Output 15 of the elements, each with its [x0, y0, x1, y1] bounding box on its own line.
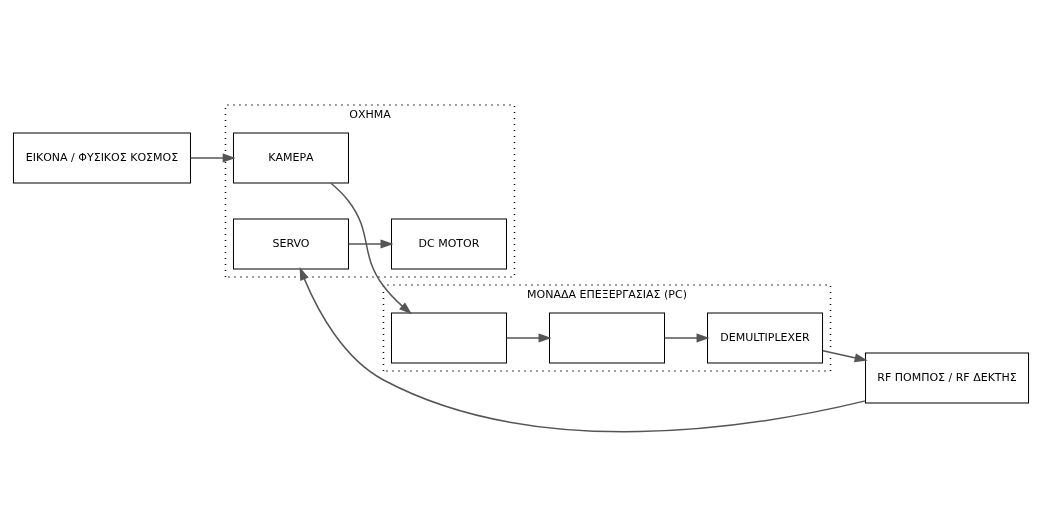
node-box: ΚΑΜΕΡΑ — [232, 132, 349, 184]
node-box: DC MOTOR — [391, 218, 507, 270]
node-box: DEMULTIPLEXER — [707, 312, 824, 364]
arrow — [348, 239, 394, 249]
node-box — [391, 312, 507, 364]
arrow — [506, 333, 552, 343]
arrow — [822, 349, 868, 363]
arrow — [664, 333, 710, 343]
arrow — [189, 153, 236, 163]
node-box: RF ΠΟΜΠΟΣ / RF ΔΕΚΤΗΣ — [865, 352, 1030, 404]
node-box: ΕΙΚΟΝΑ / ΦΥΣΙΚΟΣ ΚΟΣΜΟΣ — [12, 132, 191, 184]
arrow — [299, 267, 867, 433]
node-box — [549, 312, 665, 364]
arrow — [330, 182, 412, 315]
node-box: SERVO — [232, 218, 349, 270]
